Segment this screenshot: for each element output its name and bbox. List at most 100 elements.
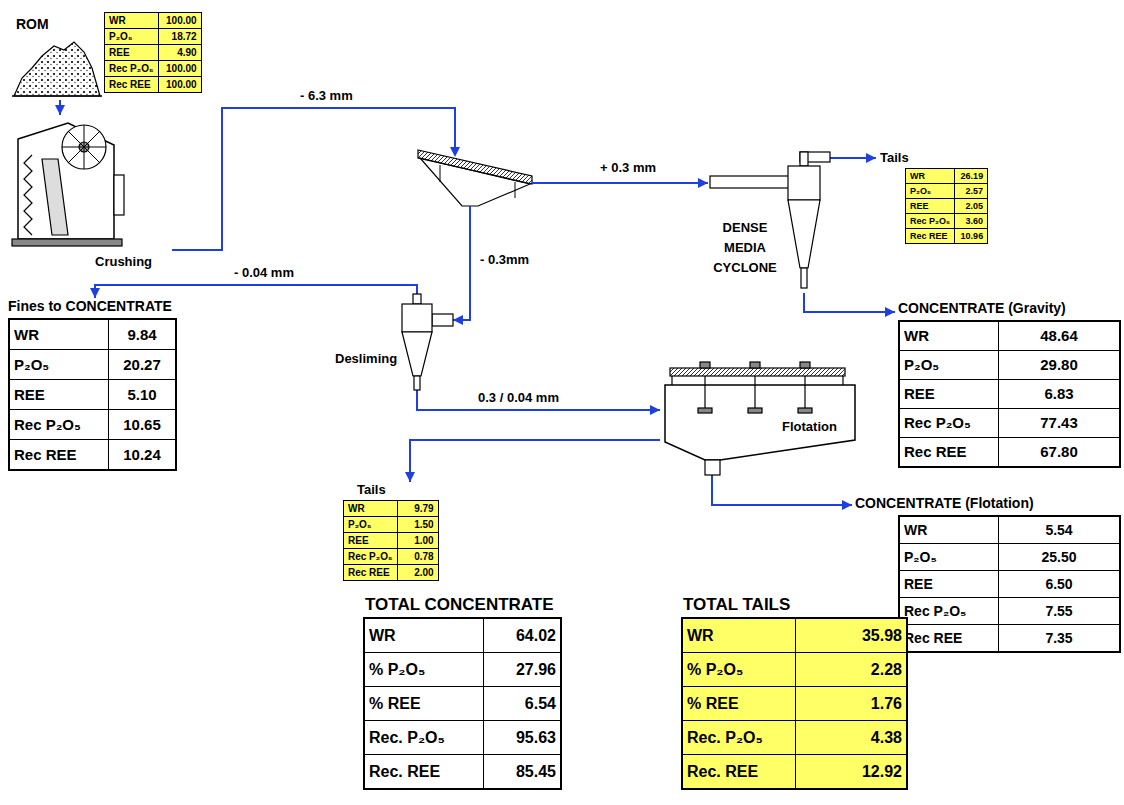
screen-deck [418, 150, 532, 184]
table-grid: WR100.00P₂O₅18.72REE4.90Rec P₂O₅100.00Re… [104, 12, 202, 93]
table-cell: Rec REE [344, 565, 397, 580]
table-cell: 85.45 [484, 755, 560, 788]
table-cell: 100.00 [159, 13, 201, 28]
illustration-part [700, 362, 710, 368]
table-heading: TOTAL CONCENTRATE [363, 594, 562, 615]
table-cell: 4.38 [796, 721, 906, 754]
desliming-cyclone [335, 294, 453, 390]
table-cell: Rec REE [900, 438, 998, 466]
table-cell: WR [344, 501, 397, 516]
table-cell: REE [344, 533, 397, 548]
table-cell: 10.24 [109, 440, 175, 469]
illustration-part [402, 332, 432, 376]
illustration-part [62, 125, 106, 169]
table-cell: 100.00 [159, 61, 201, 76]
data-table: TOTAL TAILSWR35.98% P₂O₅2.28% REE1.76Rec… [681, 594, 908, 790]
table-cell: P₂O₅ [10, 350, 108, 379]
table-cell: % REE [365, 687, 483, 720]
equipment-unit: Crushing [12, 115, 172, 275]
illustration-part [788, 166, 820, 200]
table-cell: Rec P₂O₅ [906, 214, 954, 228]
table-cell: 20.27 [109, 350, 175, 379]
flow-line [804, 293, 895, 312]
table-cell: Rec P₂O₅ [344, 549, 397, 564]
table-cell: 6.83 [999, 380, 1119, 408]
size-fraction: + 0.3 mm [598, 160, 658, 175]
table-cell: 1.50 [398, 517, 438, 532]
table-cell: 64.02 [484, 619, 560, 652]
illustration-part [414, 376, 420, 390]
illustration-part [12, 239, 122, 246]
equipment-unit: Desliming [335, 294, 453, 390]
table-heading: CONCENTRATE (Gravity) [895, 300, 1121, 318]
table-cell: 9.79 [398, 501, 438, 516]
flow-line [712, 475, 852, 505]
table-cell: REE [900, 571, 998, 597]
illustration-part [798, 408, 812, 413]
illustration-part [754, 376, 755, 408]
table-cell: REE [10, 380, 108, 409]
unit-label: Desliming [335, 352, 397, 367]
table-cell: 2.28 [796, 653, 906, 686]
illustration-part [432, 314, 453, 326]
table-cell: 26.19 [955, 169, 987, 183]
data-table: TailsWR9.79P₂O₅1.50REE1.00Rec P₂O₅0.78Re… [343, 482, 439, 581]
illustration-part [748, 408, 762, 413]
unit-label: Crushing [95, 255, 152, 270]
table-cell: Rec P₂O₅ [105, 61, 158, 76]
size-fraction: 0.3 / 0.04 mm [476, 390, 561, 405]
unit-label: Flotation [782, 420, 837, 435]
flow-line [172, 108, 470, 320]
table-cell: 10.65 [109, 410, 175, 439]
flotation-cell [660, 362, 860, 475]
table-cell: REE [105, 45, 158, 60]
illustration-part [788, 200, 820, 268]
illustration-part [114, 175, 124, 215]
flow-line [410, 440, 660, 482]
table-heading: Fines to CONCENTRATE [5, 298, 177, 316]
illustration-part [42, 159, 68, 235]
table-cell: Rec REE [906, 229, 954, 243]
flow-line [59, 100, 61, 115]
screen-leg [440, 165, 441, 182]
table-cell: 25.50 [999, 544, 1119, 570]
table-cell: REE [900, 380, 998, 408]
illustration-part [68, 131, 100, 163]
table-heading: CONCENTRATE (Flotation) [852, 495, 1121, 513]
equipment-unit: ROM [10, 12, 102, 100]
table-cell: Rec. P₂O₅ [365, 721, 483, 754]
table-cell: % P₂O₅ [365, 653, 483, 686]
table-cell: 7.55 [999, 598, 1119, 624]
table-cell: 6.50 [999, 571, 1119, 597]
data-table: TOTAL CONCENTRATEWR64.02% P₂O₅27.96% REE… [363, 594, 562, 790]
data-table: Fines to CONCENTRATEWR9.84P₂O₅20.27REE5.… [5, 298, 177, 471]
table-cell: Rec P₂O₅ [900, 598, 998, 624]
table-grid: WR9.84P₂O₅20.27REE5.10Rec P₂O₅10.65Rec R… [8, 318, 177, 471]
table-heading: Tails [876, 150, 988, 166]
table-heading: Tails [343, 482, 439, 498]
table-cell: P₂O₅ [906, 184, 954, 198]
unit-label: DENSE MEDIA CYCLONE [708, 218, 782, 278]
flow-line [417, 390, 660, 410]
size-fraction: - 0.04 mm [232, 265, 296, 280]
table-grid: WR5.54P₂O₅25.50REE6.50Rec P₂O₅7.55Rec RE… [898, 515, 1121, 653]
table-grid: WR64.02% P₂O₅27.96% REE6.54Rec. P₂O₅95.6… [363, 617, 562, 790]
table-cell: 5.10 [109, 380, 175, 409]
table-cell: WR [906, 169, 954, 183]
table-cell: 29.80 [999, 351, 1119, 379]
table-cell: Rec. REE [683, 755, 795, 788]
illustration-part [671, 376, 672, 385]
table-cell: 1.76 [796, 687, 906, 720]
data-table: TailsWR26.19P₂O₅2.57REE2.05Rec P₂O₅3.60R… [876, 150, 988, 244]
table-cell: Rec P₂O₅ [900, 409, 998, 437]
table-cell: 4.90 [159, 45, 201, 60]
table-cell: 7.35 [999, 625, 1119, 651]
table-cell: 48.64 [999, 322, 1119, 350]
table-cell: WR [900, 322, 998, 350]
table-cell: Rec REE [10, 440, 108, 469]
illustration-part [704, 376, 705, 408]
table-cell: Rec. REE [365, 755, 483, 788]
illustration-part [800, 362, 810, 368]
table-cell: % P₂O₅ [683, 653, 795, 686]
